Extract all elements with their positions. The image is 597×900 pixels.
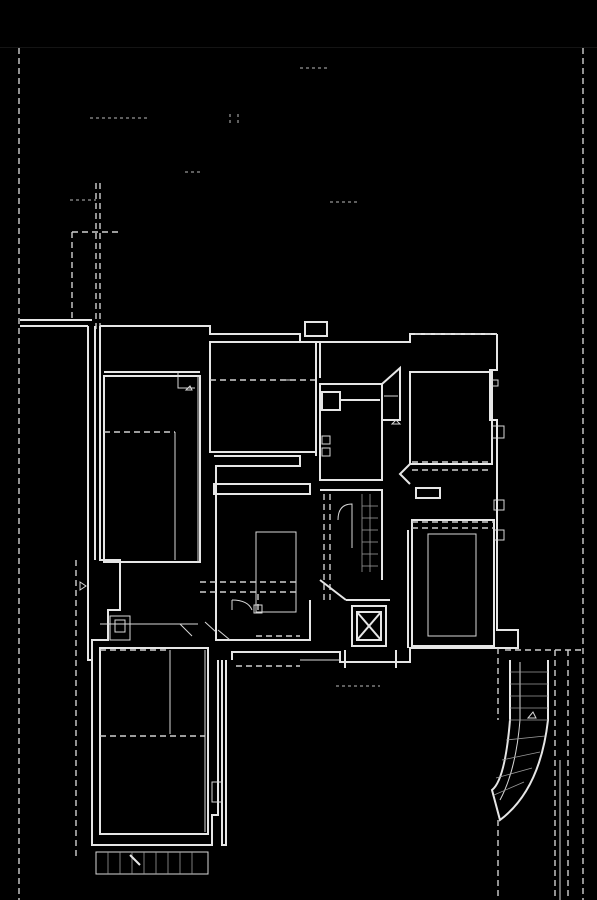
- misc-details: [211, 379, 499, 803]
- room-east-lower: [407, 499, 505, 648]
- site-boundary: [18, 48, 584, 900]
- room-west-lower: [99, 615, 209, 835]
- room-stair-core: [319, 365, 402, 601]
- top-bar: [0, 0, 597, 48]
- room-central-north: [209, 321, 328, 456]
- elevator-shaft: [344, 605, 397, 668]
- room-east-upper: [398, 371, 505, 499]
- spiral-stair: [490, 648, 583, 900]
- west-walkway: [20, 319, 96, 661]
- building-outline: [91, 325, 519, 846]
- room-central: [200, 455, 311, 641]
- room-west-upper: [103, 371, 201, 563]
- south-stair: [95, 851, 209, 875]
